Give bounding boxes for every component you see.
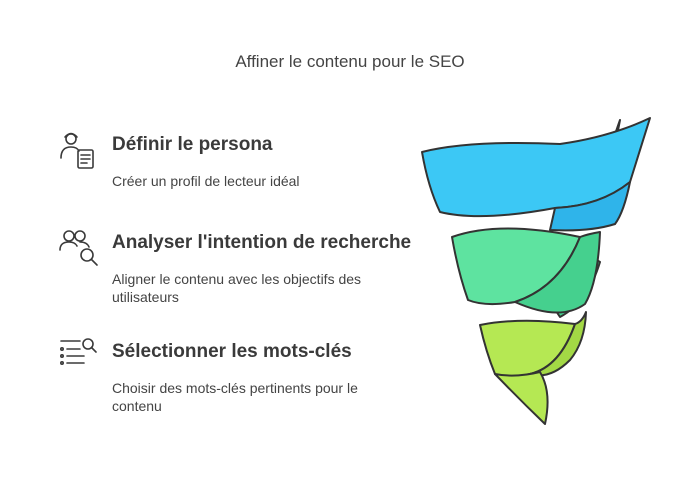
persona-profile-icon (60, 132, 94, 169)
step-heading: Définir le persona (112, 134, 273, 155)
step-description: Créer un profil de lecteur idéal (112, 173, 300, 189)
funnel-middle-band-back-right (514, 231, 601, 314)
step-heading: Sélectionner les mots-clés (112, 341, 352, 362)
funnel-tip (494, 371, 549, 425)
spiral-funnel-graphic (421, 117, 651, 425)
funnel-bottom-band-back (529, 311, 587, 377)
step-description: Aligner le contenu avec les objectifs de… (112, 271, 362, 305)
list-search-icon (59, 338, 97, 365)
funnel-top-band-back-right (549, 181, 631, 232)
users-search-icon (59, 230, 98, 266)
step-description: Choisir des mots-clés pertinents pour le… (112, 380, 358, 414)
diagram-title: Affiner le contenu pour le SEO (235, 52, 465, 71)
step-heading: Analyser l'intention de recherche (112, 232, 412, 253)
